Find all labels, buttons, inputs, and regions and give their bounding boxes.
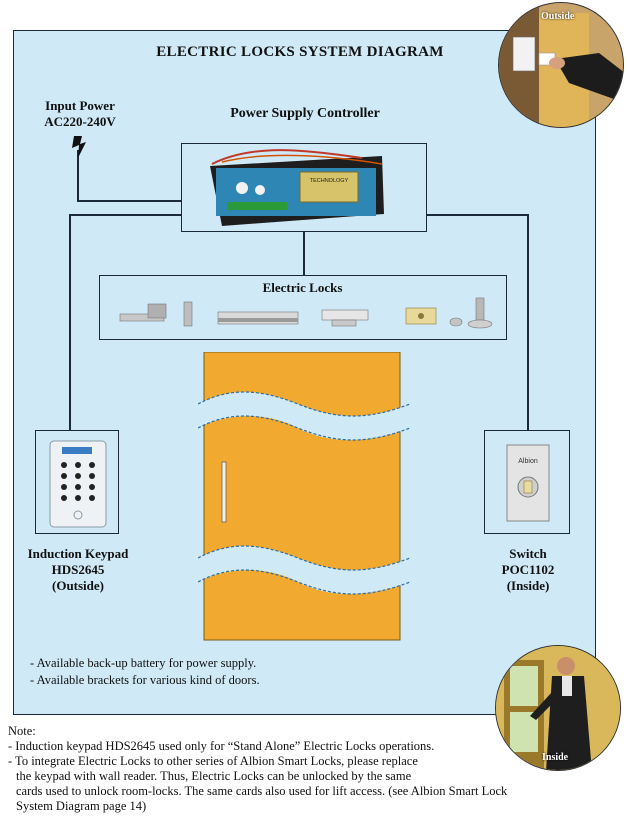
switch-label-line2: POC1102	[501, 562, 555, 577]
exit-switch-icon: Albion	[506, 444, 550, 522]
feature-bullets: - Available back-up battery for power su…	[30, 655, 260, 689]
keypad-label-line3: (Outside)	[52, 578, 104, 593]
magnetic-lock-icon	[217, 311, 299, 325]
note-line-4: cards used to unlock room-locks. The sam…	[16, 784, 508, 798]
input-power-line1: Input Power	[45, 98, 115, 113]
door-illustration	[198, 352, 410, 641]
bolt-lock-icon	[321, 309, 369, 327]
wire-left-vertical	[69, 214, 71, 430]
switch-label: Switch POC1102 (Inside)	[478, 546, 578, 594]
keypad-label: Induction Keypad HDS2645 (Outside)	[18, 546, 138, 594]
bullet-backup-battery: - Available back-up battery for power su…	[30, 656, 257, 670]
inside-photo-circle: Inside	[495, 645, 621, 771]
input-power-line2: AC220-240V	[44, 114, 116, 129]
keypad-label-line1: Induction Keypad	[27, 546, 129, 561]
wire-power-horizontal	[77, 200, 183, 202]
power-supply-label: Power Supply Controller	[230, 106, 380, 121]
electric-locks-label: Electric Locks	[262, 280, 343, 295]
wire-psu-to-locks	[303, 231, 305, 275]
strike-lock-icon	[119, 301, 193, 327]
electric-locks-box: Electric Locks	[99, 275, 507, 340]
keypad-icon	[49, 440, 107, 528]
rim-lock-icon	[405, 307, 437, 325]
wire-right-vertical	[527, 214, 529, 431]
board-text: TECHNOLOGY	[310, 178, 349, 184]
note-line-5: System Diagram page 14)	[16, 799, 147, 813]
wire-left-horizontal	[69, 214, 183, 216]
switch-label-line1: Switch	[509, 546, 547, 561]
outside-label: Outside	[541, 11, 575, 22]
note-line-2: - To integrate Electric Locks to other s…	[8, 754, 418, 768]
note-heading: Note:	[8, 724, 36, 738]
bullet-brackets: - Available brackets for various kind of…	[30, 673, 260, 687]
keypad-label-line2: HDS2645	[51, 562, 105, 577]
switch-box: Albion	[484, 430, 570, 534]
switch-label-line3: (Inside)	[506, 578, 550, 593]
note-line-3: the keypad with wall reader. Thus, Elect…	[16, 769, 412, 783]
outside-photo-circle: Outside	[498, 2, 624, 128]
power-supply-box: TECHNOLOGY	[181, 143, 427, 232]
lock-products-image	[119, 297, 493, 329]
note-line-1: - Induction keypad HDS2645 used only for…	[8, 739, 435, 753]
switch-plate-text: Albion	[518, 458, 538, 465]
inside-label: Inside	[542, 752, 569, 763]
wire-power-vertical	[77, 150, 79, 201]
note-section: Note: - Induction keypad HDS2645 used on…	[8, 724, 528, 814]
outside-photo-image	[499, 3, 623, 127]
cylinder-lock-icon	[449, 297, 493, 329]
lightning-icon	[72, 136, 86, 158]
door-handle	[221, 461, 227, 523]
inside-photo-image	[496, 646, 620, 770]
diagram-title: ELECTRIC LOCKS SYSTEM DIAGRAM	[156, 44, 444, 60]
power-supply-unit-image: TECHNOLOGY	[210, 149, 384, 226]
input-power-label: Input Power AC220-240V	[30, 98, 130, 130]
wire-right-horizontal	[425, 214, 527, 216]
keypad-box	[35, 430, 119, 534]
